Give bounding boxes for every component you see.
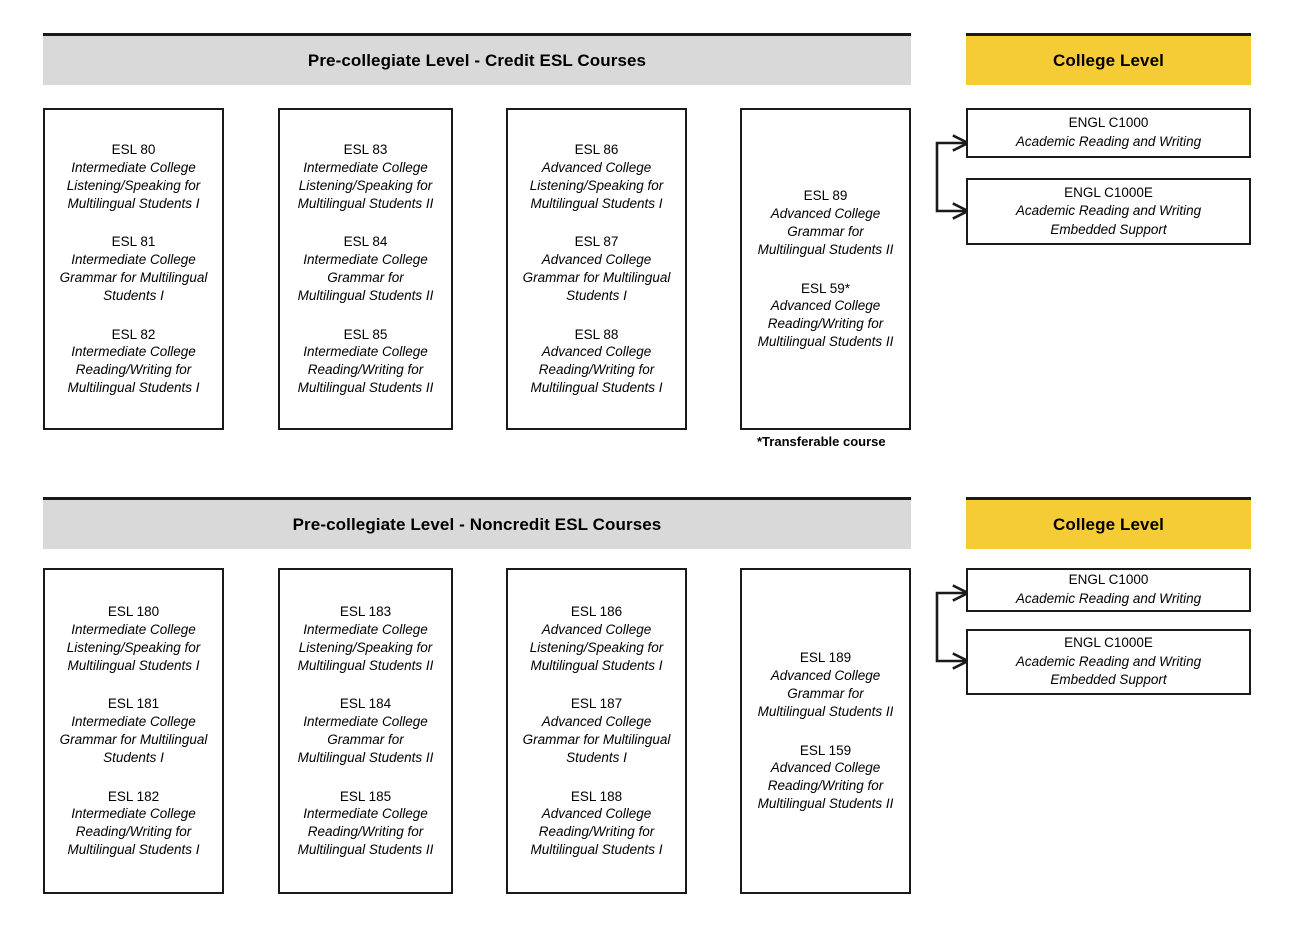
course-title: Advanced College Grammar for Multilingua…: [522, 252, 671, 303]
course-title: Advanced College Reading/Writing for Mul…: [530, 806, 663, 858]
course-entry: ESL 80 Intermediate College Listening/Sp…: [49, 141, 218, 212]
course-title: Advanced College Reading/Writing for Mul…: [530, 344, 663, 396]
course-title: Advanced College Grammar for Multilingua…: [757, 206, 894, 257]
course-entry: ESL 159 Advanced College Reading/Writing…: [746, 742, 905, 813]
course-column-credit-3[interactable]: ESL 86 Advanced College Listening/Speaki…: [506, 108, 687, 430]
course-code: ESL 189: [799, 650, 852, 666]
course-code: ESL 188: [570, 788, 623, 804]
course-entry: ESL 184 Intermediate College Grammar for…: [284, 695, 447, 766]
course-entry: ESL 183 Intermediate College Listening/S…: [284, 603, 447, 674]
course-entry: ESL 81 Intermediate College Grammar for …: [49, 233, 218, 304]
course-title: Intermediate College Listening/Speaking …: [66, 621, 201, 673]
course-column-noncredit-3[interactable]: ESL 186 Advanced College Listening/Speak…: [506, 568, 687, 894]
course-entry: ESL 84 Intermediate College Grammar for …: [284, 233, 447, 304]
course-code: ESL 59*: [800, 280, 851, 296]
course-code: ESL 185: [339, 788, 392, 804]
course-entry: ESL 186 Advanced College Listening/Speak…: [512, 603, 681, 674]
course-code: ESL 159: [799, 742, 852, 758]
course-title: Advanced College Listening/Speaking for …: [529, 159, 664, 211]
precollegiate-credit-header-band: Pre-collegiate Level - Credit ESL Course…: [43, 33, 911, 85]
engl-course-title: Academic Reading and Writing: [1015, 591, 1202, 606]
course-code: ESL 85: [343, 326, 388, 342]
course-entry: ESL 180 Intermediate College Listening/S…: [49, 603, 218, 674]
course-entry: ESL 85 Intermediate College Reading/Writ…: [284, 326, 447, 397]
course-code: ESL 88: [574, 326, 619, 342]
engl-course-code: ENGL C1000E: [1064, 184, 1153, 200]
course-column-credit-1[interactable]: ESL 80 Intermediate College Listening/Sp…: [43, 108, 224, 430]
course-title: Intermediate College Listening/Speaking …: [297, 621, 434, 673]
engl-c1000-box-credit[interactable]: ENGL C1000 Academic Reading and Writing: [966, 108, 1251, 158]
course-code: ESL 87: [574, 234, 619, 250]
course-entry: ESL 182 Intermediate College Reading/Wri…: [49, 788, 218, 859]
course-title: Intermediate College Listening/Speaking …: [66, 159, 201, 211]
course-code: ESL 80: [111, 142, 156, 158]
course-code: ESL 89: [803, 188, 848, 204]
course-title: Advanced College Listening/Speaking for …: [529, 621, 664, 673]
course-entry: ESL 185 Intermediate College Reading/Wri…: [284, 788, 447, 859]
course-title: Advanced College Reading/Writing for Mul…: [757, 760, 894, 811]
course-title: Intermediate College Listening/Speaking …: [297, 159, 434, 211]
course-title: Intermediate College Reading/Writing for…: [297, 344, 434, 396]
course-entry: ESL 88 Advanced College Reading/Writing …: [512, 326, 681, 397]
course-title: Advanced College Grammar for Multilingua…: [757, 668, 894, 719]
course-entry: ESL 187 Advanced College Grammar for Mul…: [512, 695, 681, 766]
course-entry: ESL 181 Intermediate College Grammar for…: [49, 695, 218, 766]
course-code: ESL 183: [339, 604, 392, 620]
course-title: Intermediate College Reading/Writing for…: [297, 806, 434, 858]
course-column-credit-2[interactable]: ESL 83 Intermediate College Listening/Sp…: [278, 108, 453, 430]
course-code: ESL 83: [343, 142, 388, 158]
pathway-connector-arrows-noncredit: [934, 584, 971, 670]
college-level-header-label-credit: College Level: [1053, 50, 1164, 70]
course-entry: ESL 87 Advanced College Grammar for Mult…: [512, 233, 681, 304]
course-code: ESL 82: [111, 326, 156, 342]
course-entry: ESL 83 Intermediate College Listening/Sp…: [284, 141, 447, 212]
course-column-noncredit-1[interactable]: ESL 180 Intermediate College Listening/S…: [43, 568, 224, 894]
course-title: Intermediate College Reading/Writing for…: [67, 806, 200, 858]
precollegiate-credit-header-label: Pre-collegiate Level - Credit ESL Course…: [307, 50, 647, 70]
course-code: ESL 181: [107, 696, 160, 712]
engl-c1000e-box-noncredit[interactable]: ENGL C1000E Academic Reading and Writing…: [966, 629, 1251, 695]
course-code: ESL 182: [107, 788, 160, 804]
pathway-connector-arrows-credit: [934, 134, 971, 220]
precollegiate-noncredit-header-label: Pre-collegiate Level - Noncredit ESL Cou…: [292, 514, 662, 534]
course-code: ESL 186: [570, 604, 623, 620]
course-code: ESL 84: [343, 234, 388, 250]
course-entry: ESL 189 Advanced College Grammar for Mul…: [746, 649, 905, 720]
engl-course-code: ENGL C1000: [1068, 115, 1149, 131]
connector-arrow-icon: [935, 134, 971, 220]
college-level-header-band-credit: College Level: [966, 33, 1251, 85]
course-code: ESL 180: [107, 604, 160, 620]
engl-course-title: Academic Reading and Writing Embedded Su…: [1015, 203, 1202, 237]
course-code: ESL 187: [570, 696, 623, 712]
course-column-noncredit-4[interactable]: ESL 189 Advanced College Grammar for Mul…: [740, 568, 911, 894]
course-entry: ESL 89 Advanced College Grammar for Mult…: [746, 187, 905, 258]
course-title: Intermediate College Grammar for Multili…: [59, 714, 208, 765]
course-code: ESL 184: [339, 696, 392, 712]
engl-course-title: Academic Reading and Writing: [1015, 134, 1202, 149]
transferable-course-footnote: *Transferable course: [757, 434, 886, 449]
engl-c1000e-box-credit[interactable]: ENGL C1000E Academic Reading and Writing…: [966, 178, 1251, 245]
course-entry: ESL 82 Intermediate College Reading/Writ…: [49, 326, 218, 397]
college-level-header-label-noncredit: College Level: [1053, 514, 1164, 534]
course-title: Intermediate College Grammar for Multili…: [297, 252, 434, 303]
course-column-noncredit-2[interactable]: ESL 183 Intermediate College Listening/S…: [278, 568, 453, 894]
course-title: Intermediate College Grammar for Multili…: [297, 714, 434, 765]
course-entry: ESL 59* Advanced College Reading/Writing…: [746, 280, 905, 351]
engl-c1000-box-noncredit[interactable]: ENGL C1000 Academic Reading and Writing: [966, 568, 1251, 612]
precollegiate-noncredit-header-band: Pre-collegiate Level - Noncredit ESL Cou…: [43, 497, 911, 549]
college-level-header-band-noncredit: College Level: [966, 497, 1251, 549]
engl-course-code: ENGL C1000: [1068, 572, 1149, 588]
course-code: ESL 81: [111, 234, 156, 250]
engl-course-code: ENGL C1000E: [1064, 635, 1153, 651]
course-title: Advanced College Grammar for Multilingua…: [522, 714, 671, 765]
course-code: ESL 86: [574, 142, 619, 158]
engl-course-title: Academic Reading and Writing Embedded Su…: [1015, 653, 1202, 688]
course-entry: ESL 188 Advanced College Reading/Writing…: [512, 788, 681, 859]
course-column-credit-4[interactable]: ESL 89 Advanced College Grammar for Mult…: [740, 108, 911, 430]
course-title: Intermediate College Reading/Writing for…: [67, 344, 200, 396]
course-entry: ESL 86 Advanced College Listening/Speaki…: [512, 141, 681, 212]
course-title: Advanced College Reading/Writing for Mul…: [757, 298, 894, 349]
connector-arrow-icon: [935, 584, 971, 670]
course-title: Intermediate College Grammar for Multili…: [59, 252, 208, 303]
